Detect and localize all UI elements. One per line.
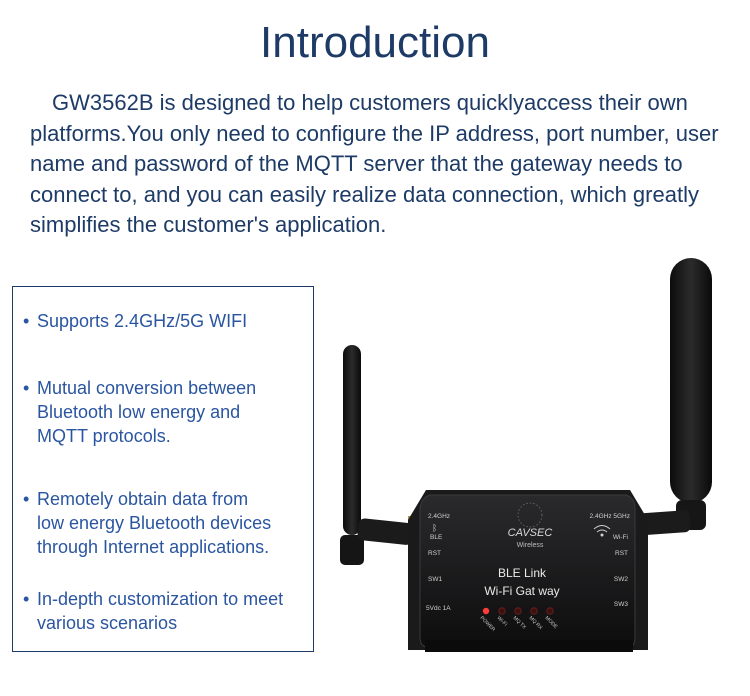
- bullet-icon: •: [23, 311, 30, 331]
- label-wifi-band: 2.4GHz 5GHz: [590, 513, 630, 520]
- bluetooth-icon: ᛒ: [432, 523, 437, 533]
- intro-text: GW3562B is designed to help customers qu…: [30, 90, 719, 237]
- product-line-2: Wi-Fi Gat way: [484, 584, 559, 598]
- feature-list: • Supports 2.4GHz/5G WIFI • Mutual conve…: [12, 286, 314, 652]
- feature-text: Remotely obtain data from low energy Blu…: [37, 489, 272, 557]
- bullet-icon: •: [23, 589, 30, 609]
- bullet-icon: •: [23, 378, 30, 398]
- gateway-device-image: CAVSEC Wireless 2.4GHz BLE RST SW1 5Vdc …: [340, 258, 712, 652]
- label-power-spec: 5Vdc 1A: [426, 605, 451, 612]
- feature-item: • Supports 2.4GHz/5G WIFI: [23, 309, 247, 333]
- feature-item: • Remotely obtain data from low energy B…: [23, 487, 271, 559]
- svg-text:Wireless: Wireless: [517, 542, 544, 549]
- feature-text: Mutual conversion between Bluetooth low …: [37, 378, 257, 446]
- wifi-icon: [593, 525, 611, 537]
- label-rst-right: RST: [615, 550, 628, 557]
- label-sw1: SW1: [428, 576, 442, 583]
- label-24ghz: 2.4GHz: [428, 513, 450, 520]
- product-line-1: BLE Link: [498, 566, 547, 580]
- intro-paragraph: GW3562B is designed to help customers qu…: [30, 88, 730, 241]
- feature-item: • Mutual conversion between Bluetooth lo…: [23, 376, 256, 448]
- label-sw2: SW2: [614, 576, 628, 583]
- feature-text: Supports 2.4GHz/5G WIFI: [37, 311, 248, 331]
- status-leds: [482, 607, 554, 615]
- page-title: Introduction: [260, 18, 490, 67]
- label-sw3: SW3: [614, 601, 628, 608]
- label-wifi: Wi-Fi: [613, 534, 628, 541]
- svg-text:CAVSEC: CAVSEC: [508, 527, 553, 539]
- feature-text: In-depth customization to meet various s…: [37, 589, 284, 633]
- feature-item: • In-depth customization to meet various…: [23, 587, 283, 635]
- label-ble: BLE: [430, 534, 443, 541]
- bullet-icon: •: [23, 489, 30, 509]
- brand-logo: CAVSEC Wireless: [508, 502, 553, 549]
- label-rst-left: RST: [428, 550, 441, 557]
